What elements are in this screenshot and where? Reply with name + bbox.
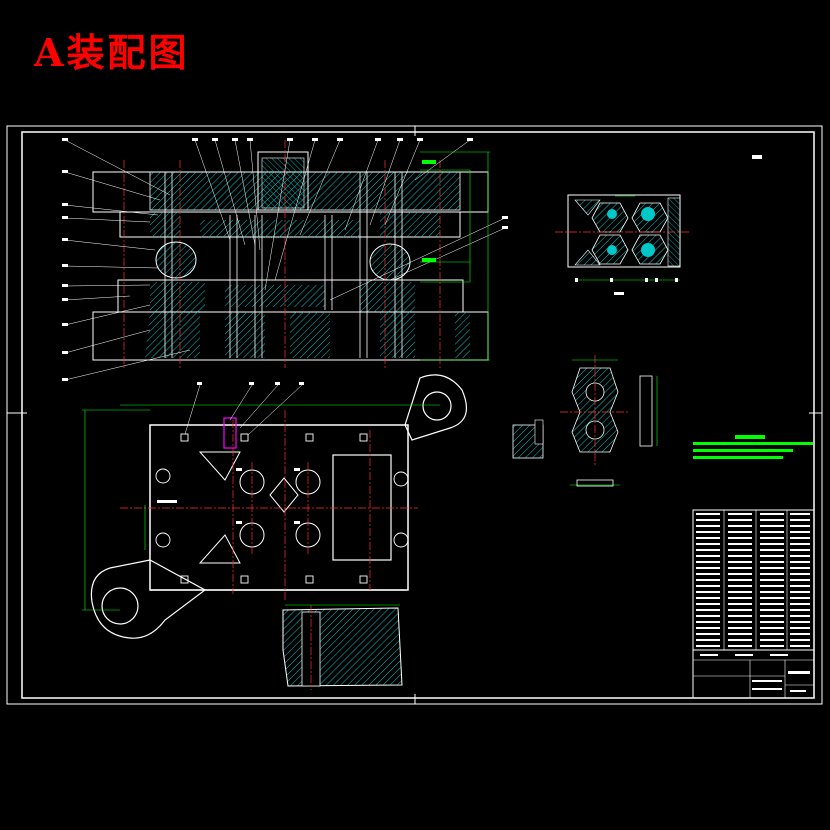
strip-layout-view <box>555 155 762 295</box>
title-block <box>692 509 815 699</box>
front-section-view <box>62 138 508 381</box>
partial-section-view <box>282 604 403 690</box>
plan-view <box>82 374 468 639</box>
parts-list-rows <box>696 513 810 692</box>
part-detail-view <box>512 355 658 487</box>
technical-notes <box>693 435 813 459</box>
drawing-title: A装配图 <box>34 30 190 75</box>
sheet-frame <box>6 125 823 705</box>
